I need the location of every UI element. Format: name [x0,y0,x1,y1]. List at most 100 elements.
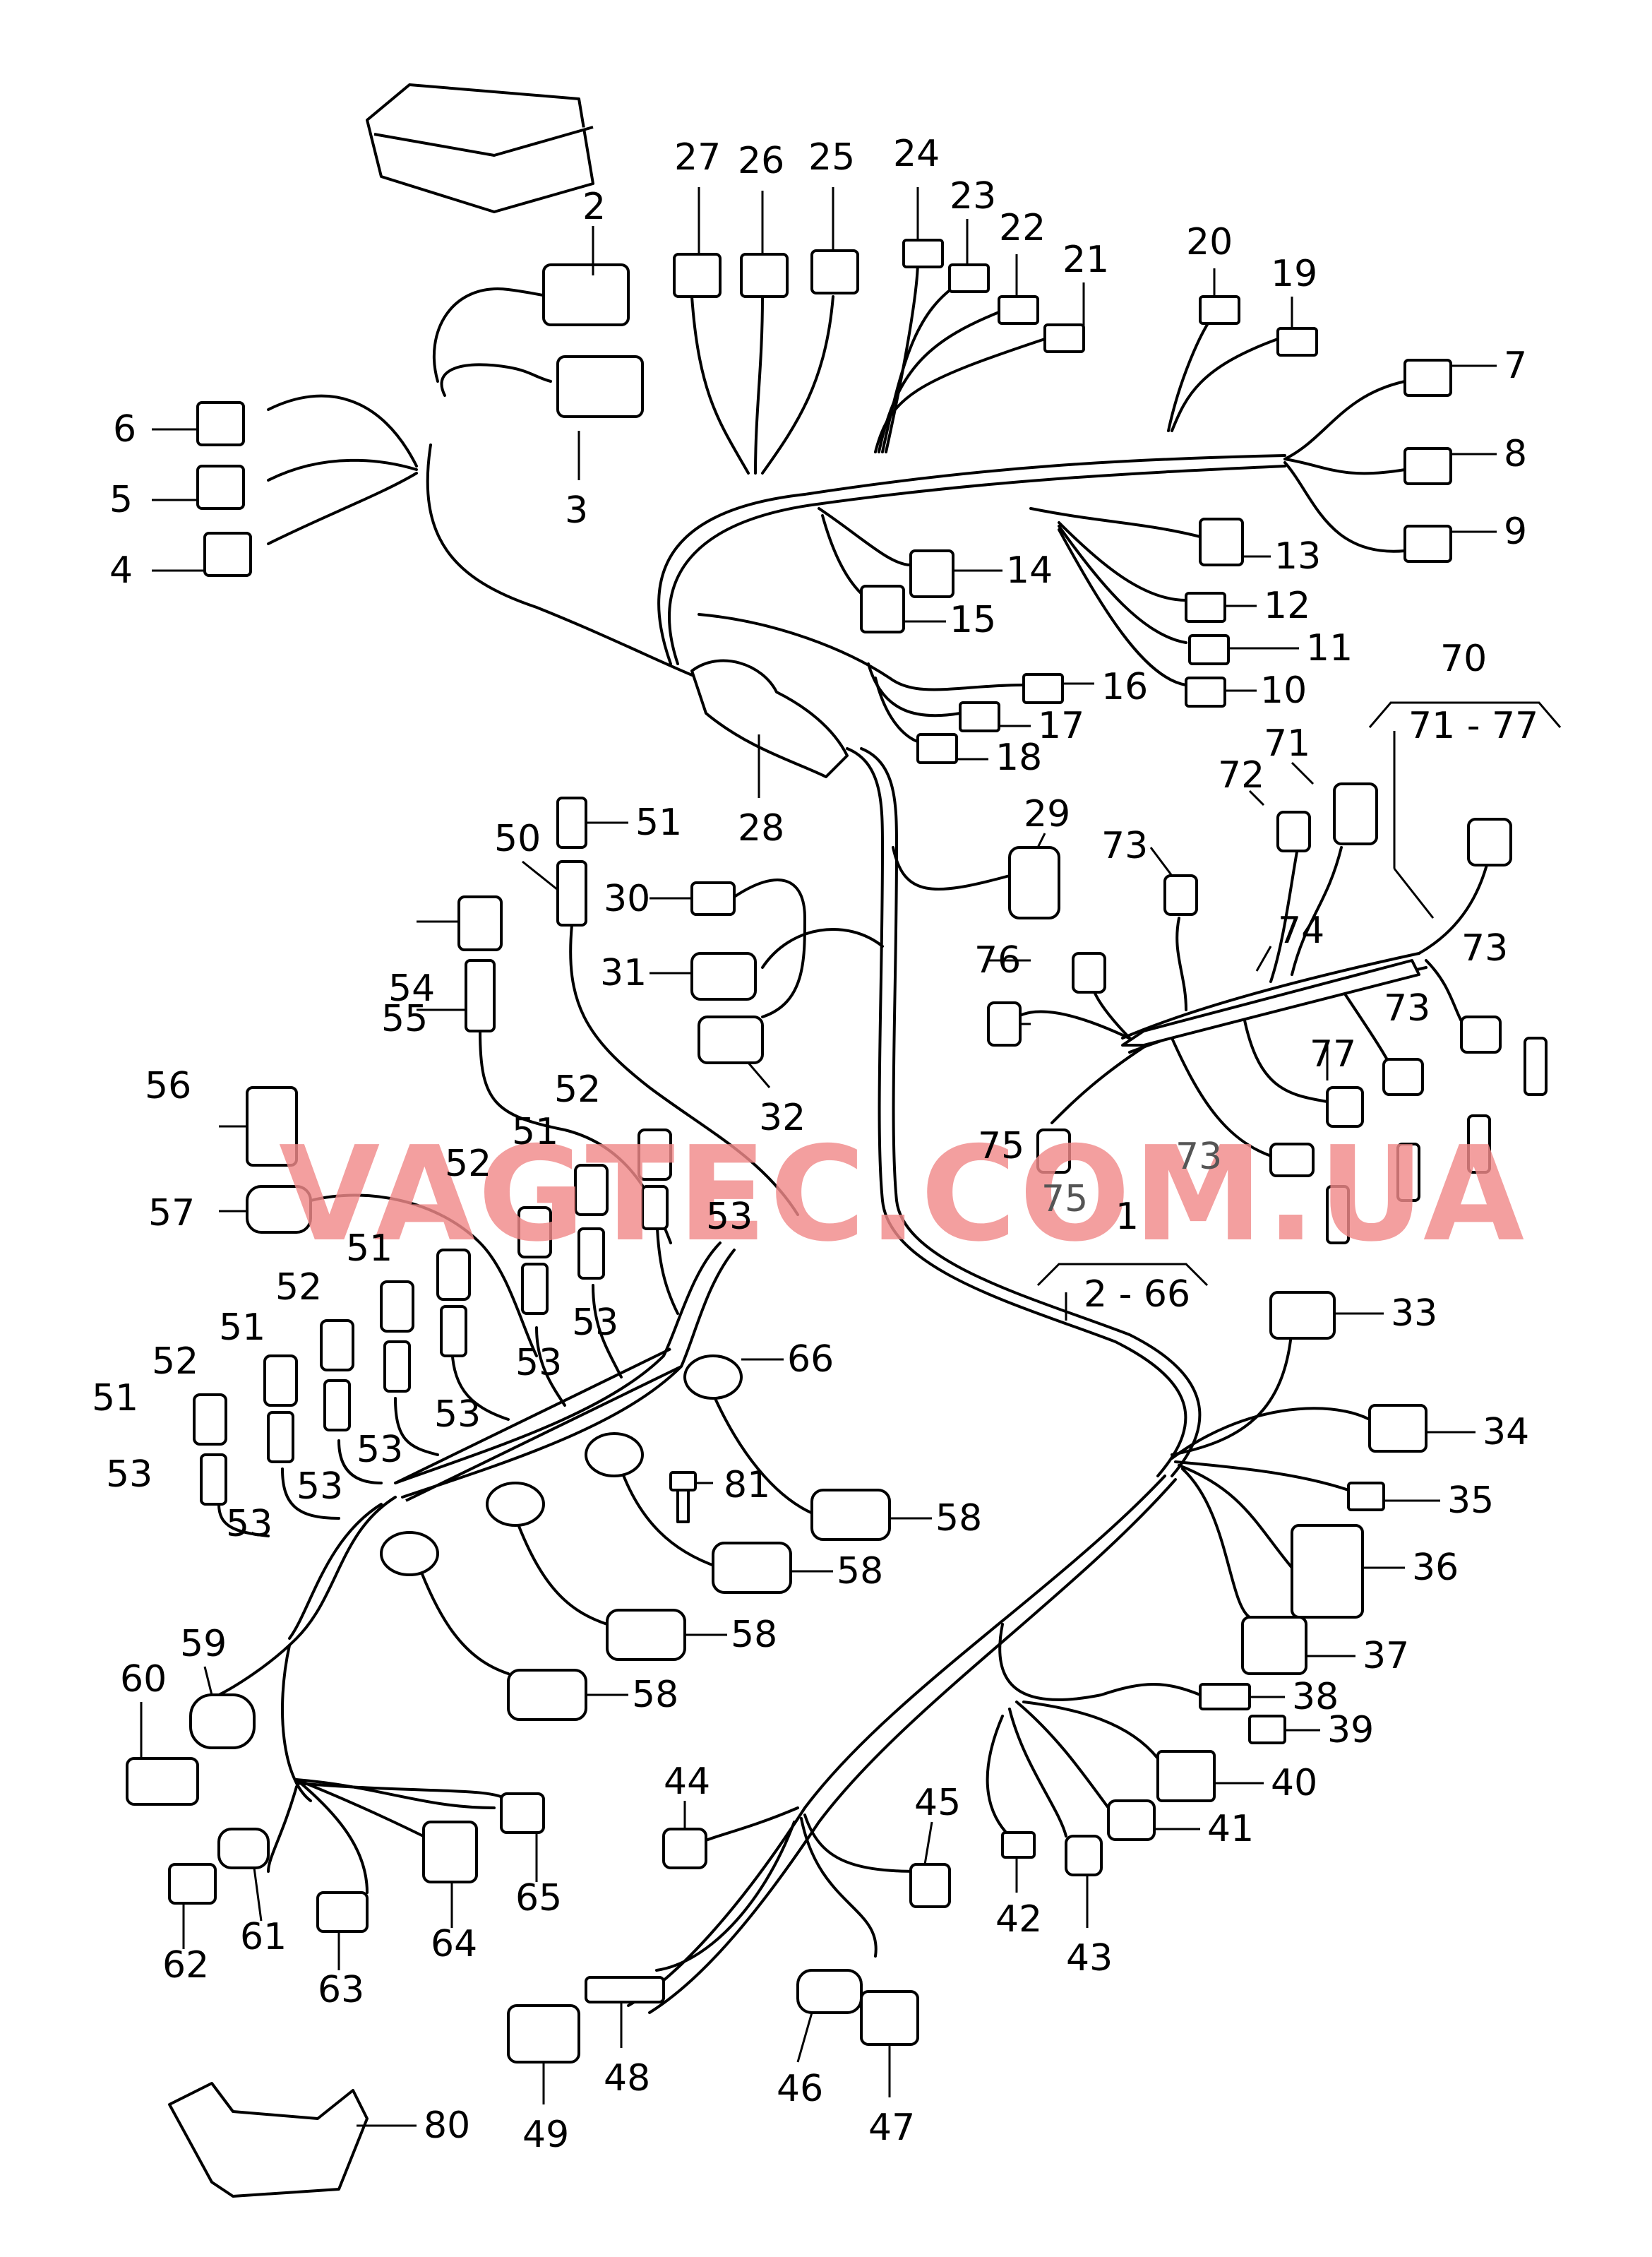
range-groups: 70 71 - 77 1 2 - 66 [1084,638,1538,1316]
callout-label: 54 [388,967,435,1010]
callout-label: 9 [1504,511,1527,553]
callout-label: 3 [565,489,588,532]
callout-label: 28 [738,807,784,850]
callout-label: 73 [1175,1136,1222,1178]
callout-label: 73 [1101,825,1148,867]
callout-label: 75 [1041,1178,1088,1220]
callout-label: 51 [219,1306,265,1349]
callout-label: 73 [1384,987,1430,1030]
callout-label: 21 [1063,239,1109,281]
callout-label: 76 [974,939,1021,982]
callout-label: 58 [837,1550,883,1592]
callout-label: 51 [92,1377,138,1419]
callout-label: 53 [434,1393,481,1436]
callout-label: 46 [777,2068,823,2110]
callout-label: 42 [995,1898,1042,1941]
callout-label: 52 [275,1266,322,1309]
callout-label: 58 [632,1674,678,1716]
callout-label: 53 [515,1342,562,1384]
callout-label: 62 [162,1944,209,1987]
callout-label: 33 [1391,1292,1437,1335]
callout-label: 49 [522,2114,569,2156]
callout-label: 41 [1207,1808,1254,1850]
callout-label: 65 [515,1877,562,1919]
callout-label: 14 [1006,549,1053,592]
callout-label: 15 [950,599,996,641]
callout-label: 37 [1363,1635,1409,1677]
callout-label: 6 [113,408,136,451]
callout-label: 44 [664,1761,710,1803]
callout-label: 58 [731,1614,777,1656]
callout-label: 5 [109,479,133,521]
callout-label: 51 [512,1111,558,1153]
callout-label: 30 [604,878,650,920]
callout-label: 48 [604,2057,650,2100]
callout-label: 59 [180,1623,227,1665]
callout-label: 16 [1101,666,1148,708]
callout-label: 20 [1186,221,1233,263]
callout-label: 56 [145,1065,191,1107]
watermark: VAGTEC.COM.UA [279,1118,1527,1270]
callout-label: 52 [554,1068,601,1111]
range-group-number: 70 [1440,638,1487,680]
callout-label: 45 [914,1782,961,1824]
callout-label: 18 [995,737,1042,779]
callout-label: 64 [431,1923,477,1965]
callout-label: 80 [424,2104,470,2147]
callout-label: 51 [635,802,682,844]
callout-label: 81 [724,1464,770,1506]
callout-label: 53 [226,1503,273,1545]
callout-label: 13 [1274,535,1321,578]
range-group-range: 71 - 77 [1408,705,1538,747]
range-group-range: 2 - 66 [1084,1273,1190,1316]
callout-label: 53 [572,1302,618,1344]
callout-label: 53 [706,1196,753,1238]
callout-numbers: 2 3 4 5 6 7 8 9 10 11 12 13 14 15 16 17 … [92,133,1529,2156]
callout-label: 19 [1271,253,1317,295]
callout-label: 53 [357,1429,403,1471]
callout-label: 35 [1447,1479,1494,1522]
callout-label: 7 [1504,345,1527,387]
callout-label: 72 [1218,754,1264,797]
callout-label: 40 [1271,1762,1317,1804]
callout-label: 27 [674,136,721,179]
callout-label: 63 [318,1969,364,2011]
callout-label: 26 [738,140,784,182]
callout-label: 34 [1483,1411,1529,1453]
callout-label: 29 [1024,793,1070,835]
harness-wires [217,260,1491,2014]
callout-label: 12 [1264,585,1310,627]
callout-label: 43 [1066,1937,1113,1979]
callout-label: 23 [950,175,996,218]
callout-label: 73 [1461,927,1508,970]
callout-label: 57 [148,1192,195,1234]
callout-label: 50 [494,818,541,860]
callout-label: 32 [759,1097,806,1139]
components [126,83,1548,2198]
callout-label: 53 [297,1465,343,1508]
callout-label: 52 [152,1340,198,1383]
callout-label: 71 [1264,722,1310,765]
callout-label: 53 [106,1453,152,1496]
callout-label: 58 [935,1497,982,1540]
callout-label: 66 [787,1338,834,1381]
callout-label: 38 [1292,1676,1339,1718]
callout-label: 52 [445,1143,491,1185]
callout-label: 10 [1260,669,1307,712]
callout-label: 47 [868,2107,915,2149]
range-group-number: 1 [1115,1196,1139,1238]
callout-label: 60 [120,1658,167,1701]
callout-label: 8 [1504,433,1527,475]
callout-label: 51 [346,1227,393,1270]
callout-label: 55 [381,998,428,1040]
leader-lines [140,187,1562,2127]
callout-label: 75 [978,1125,1024,1167]
callout-label: 31 [600,952,647,994]
callout-label: 2 [582,186,606,228]
callout-label: 77 [1310,1033,1356,1076]
callout-label: 39 [1327,1709,1374,1751]
callout-label: 17 [1038,705,1084,747]
callout-label: 36 [1412,1547,1459,1589]
